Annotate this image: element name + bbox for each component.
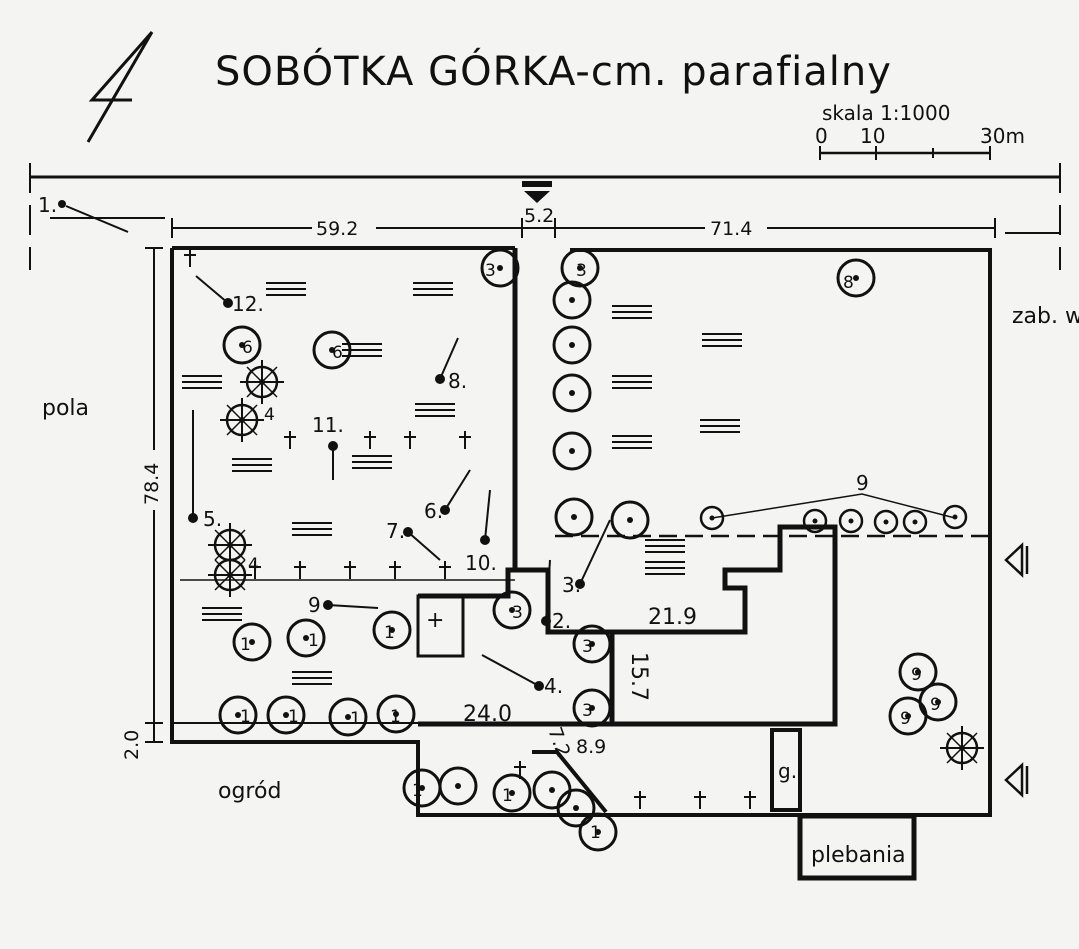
tree-1-c: 1 xyxy=(372,610,412,650)
east-entrance-arrow-icon xyxy=(1004,542,1029,578)
feature-9-label: 9 xyxy=(308,593,321,617)
grave-rows-east xyxy=(611,305,743,575)
svg-text:3: 3 xyxy=(512,603,523,623)
svg-text:6: 6 xyxy=(242,338,253,358)
svg-text:8: 8 xyxy=(843,273,854,293)
cemetery-boundary xyxy=(170,246,992,817)
tree-3-church-b: 3 xyxy=(572,624,612,664)
tree-3-gate-east: 3 xyxy=(560,248,600,288)
dim-church-length: 24.0 xyxy=(463,702,512,727)
svg-text:9: 9 xyxy=(911,665,922,685)
dim-east-section: 71.4 xyxy=(710,218,752,240)
svg-text:1: 1 xyxy=(288,707,299,727)
scale-label: skala 1:1000 xyxy=(822,101,950,125)
scale-tick-30: 30m xyxy=(980,124,1025,148)
feature-markers xyxy=(188,275,611,691)
tree-1-south: 1 1 1 xyxy=(402,766,618,852)
north-arrow-icon xyxy=(86,31,154,143)
rectory-label: plebania xyxy=(811,843,906,868)
feature-1-label: 1. xyxy=(38,193,57,217)
svg-text:1: 1 xyxy=(350,709,361,729)
svg-text:1: 1 xyxy=(240,707,251,727)
svg-text:3: 3 xyxy=(582,701,593,721)
svg-text:9: 9 xyxy=(930,695,941,715)
tree-3-church-c: 3 xyxy=(572,688,612,728)
svg-text:3: 3 xyxy=(485,261,496,281)
svg-text:3: 3 xyxy=(582,637,593,657)
feature-3-label: 3. xyxy=(562,573,581,597)
svg-text:1: 1 xyxy=(384,623,395,643)
tree-3-gate-west: 3 xyxy=(480,248,520,288)
garden-label: ogród xyxy=(218,779,281,804)
scale-tick-0: 0 xyxy=(815,124,828,148)
svg-text:1: 1 xyxy=(240,635,251,655)
dim-gate-width: 5.2 xyxy=(524,205,554,227)
tree-9-group: 9 9 9 xyxy=(888,652,958,736)
feature-8-label: 8. xyxy=(448,369,467,393)
farm-buildings-label: zab. wsi xyxy=(1012,304,1079,329)
tree-6-b: 6 xyxy=(312,330,352,370)
svg-text:1: 1 xyxy=(412,781,423,801)
fields-label: pola xyxy=(42,396,89,421)
dim-chapel: 21.9 xyxy=(648,605,697,630)
feature-5-label: 5. xyxy=(203,507,222,531)
tree-1-row: 1 1 1 1 xyxy=(218,694,416,737)
svg-text:3: 3 xyxy=(576,261,587,281)
southeast-entrance-arrow-icon xyxy=(1004,762,1029,798)
dim-diag-b: 8.9 xyxy=(576,736,606,758)
svg-text:1: 1 xyxy=(590,823,601,843)
tree-row-9-label: 9 xyxy=(856,471,869,495)
tree-8: 8 xyxy=(836,258,876,298)
tree-3-church-a: 3 xyxy=(492,590,532,630)
conifer-4-label: 4 xyxy=(264,405,275,425)
tree-6-a: 6 xyxy=(222,325,262,365)
svg-text:1: 1 xyxy=(502,786,513,806)
feature-6-label: 6. xyxy=(424,499,443,523)
top-dimension-line xyxy=(50,217,1060,238)
scale-bar: skala 1:1000 0 10 30m xyxy=(815,101,1025,160)
dim-west-section: 59.2 xyxy=(316,218,358,240)
entrance-arrow-icon xyxy=(522,181,552,203)
scale-tick-10: 10 xyxy=(860,124,885,148)
svg-text:1: 1 xyxy=(308,631,319,651)
dim-strip: 2.0 xyxy=(121,730,143,760)
tree-alley-east xyxy=(552,280,968,540)
church-cross: + xyxy=(426,608,444,633)
feature-10-label: 10. xyxy=(465,551,497,575)
dim-height: 78.4 xyxy=(141,463,163,505)
map-title: SOBÓTKA GÓRKA-cm. parafialny xyxy=(215,47,892,95)
feature-11-label: 11. xyxy=(312,413,344,437)
tree-1-b: 1 xyxy=(286,618,326,658)
feature-7-label: 7. xyxy=(386,519,405,543)
svg-text:6: 6 xyxy=(332,343,343,363)
road-line xyxy=(29,163,1061,270)
tree-1-a: 1 xyxy=(232,622,272,662)
feature-4-label: 4. xyxy=(544,674,563,698)
tomb-label: g. xyxy=(778,759,797,783)
dim-church-width: 15.7 xyxy=(626,652,651,701)
conifer-4b-label: 4 xyxy=(248,555,259,575)
feature-12-label: 12. xyxy=(232,292,264,316)
feature-2-label: 2. xyxy=(552,609,571,633)
svg-text:1: 1 xyxy=(390,707,401,727)
svg-text:9: 9 xyxy=(900,709,911,729)
